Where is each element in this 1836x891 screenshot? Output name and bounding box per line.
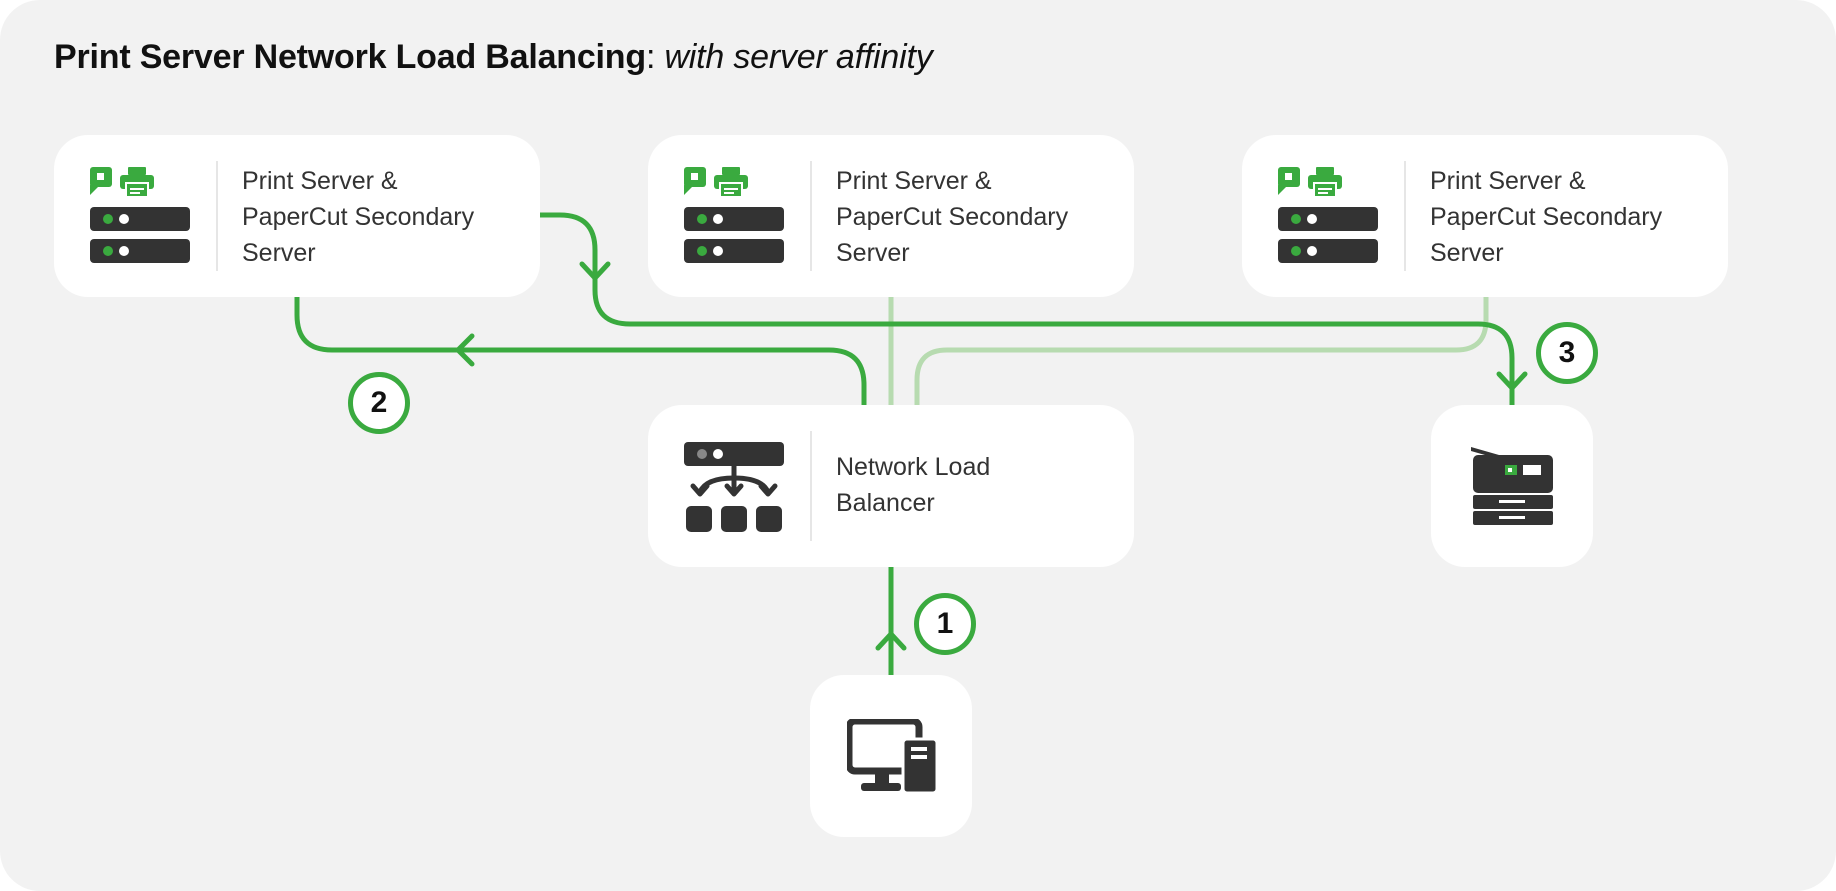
- server-1-to-printer-link: [537, 212, 1515, 408]
- label-line: Balancer: [836, 489, 935, 517]
- step-2-badge: 2: [348, 372, 410, 434]
- printer-icon: [1471, 447, 1553, 525]
- load-balancer-card: Network Load Balancer: [648, 405, 1134, 567]
- server-card-2: Print Server & PaperCut Secondary Server: [648, 135, 1134, 297]
- title-separator: :: [645, 38, 656, 76]
- load-balancer-icon: [684, 442, 784, 532]
- step-1-badge: 1: [914, 593, 976, 655]
- client-to-nlb-arrowhead: [875, 631, 907, 651]
- diagram-title: Print Server Network Load Balancing: wit…: [54, 38, 933, 77]
- server-card-1: Print Server & PaperCut Secondary Server: [54, 135, 540, 297]
- card-divider: [1404, 161, 1406, 271]
- client-card: [810, 675, 972, 837]
- nlb-to-server-3-link: [914, 294, 1489, 408]
- card-divider: [810, 431, 812, 541]
- label-line: Server: [836, 239, 910, 267]
- step-3-badge: 3: [1536, 322, 1598, 384]
- card-divider: [216, 161, 218, 271]
- printer-card: [1431, 405, 1593, 567]
- server-card-3: Print Server & PaperCut Secondary Server: [1242, 135, 1728, 297]
- print-server-icon: [684, 167, 784, 263]
- server-1-label: Print Server & PaperCut Secondary Server: [242, 163, 512, 271]
- label-line: Server: [242, 239, 316, 267]
- nlb-to-server-1-arrowhead: [455, 333, 475, 367]
- printer-arrowhead: [1496, 371, 1528, 391]
- label-line: PaperCut Secondary: [836, 203, 1069, 231]
- nlb-to-server-1-link: [294, 294, 867, 408]
- load-balancer-label: Network Load Balancer: [836, 449, 1106, 521]
- print-server-icon: [90, 167, 190, 263]
- desktop-computer-icon: [847, 719, 939, 795]
- card-divider: [810, 161, 812, 271]
- label-line: Print Server &: [242, 167, 398, 195]
- label-line: Server: [1430, 239, 1504, 267]
- label-line: Print Server &: [1430, 167, 1586, 195]
- label-line: Network Load: [836, 453, 991, 481]
- server-1-downward-arrowhead: [579, 261, 611, 281]
- label-line: Print Server &: [836, 167, 992, 195]
- print-server-icon: [1278, 167, 1378, 263]
- title-subtitle: with server affinity: [664, 38, 933, 76]
- server-2-label: Print Server & PaperCut Secondary Server: [836, 163, 1106, 271]
- label-line: PaperCut Secondary: [242, 203, 475, 231]
- label-line: PaperCut Secondary: [1430, 203, 1663, 231]
- server-3-label: Print Server & PaperCut Secondary Server: [1430, 163, 1700, 271]
- title-main: Print Server Network Load Balancing: [54, 38, 646, 76]
